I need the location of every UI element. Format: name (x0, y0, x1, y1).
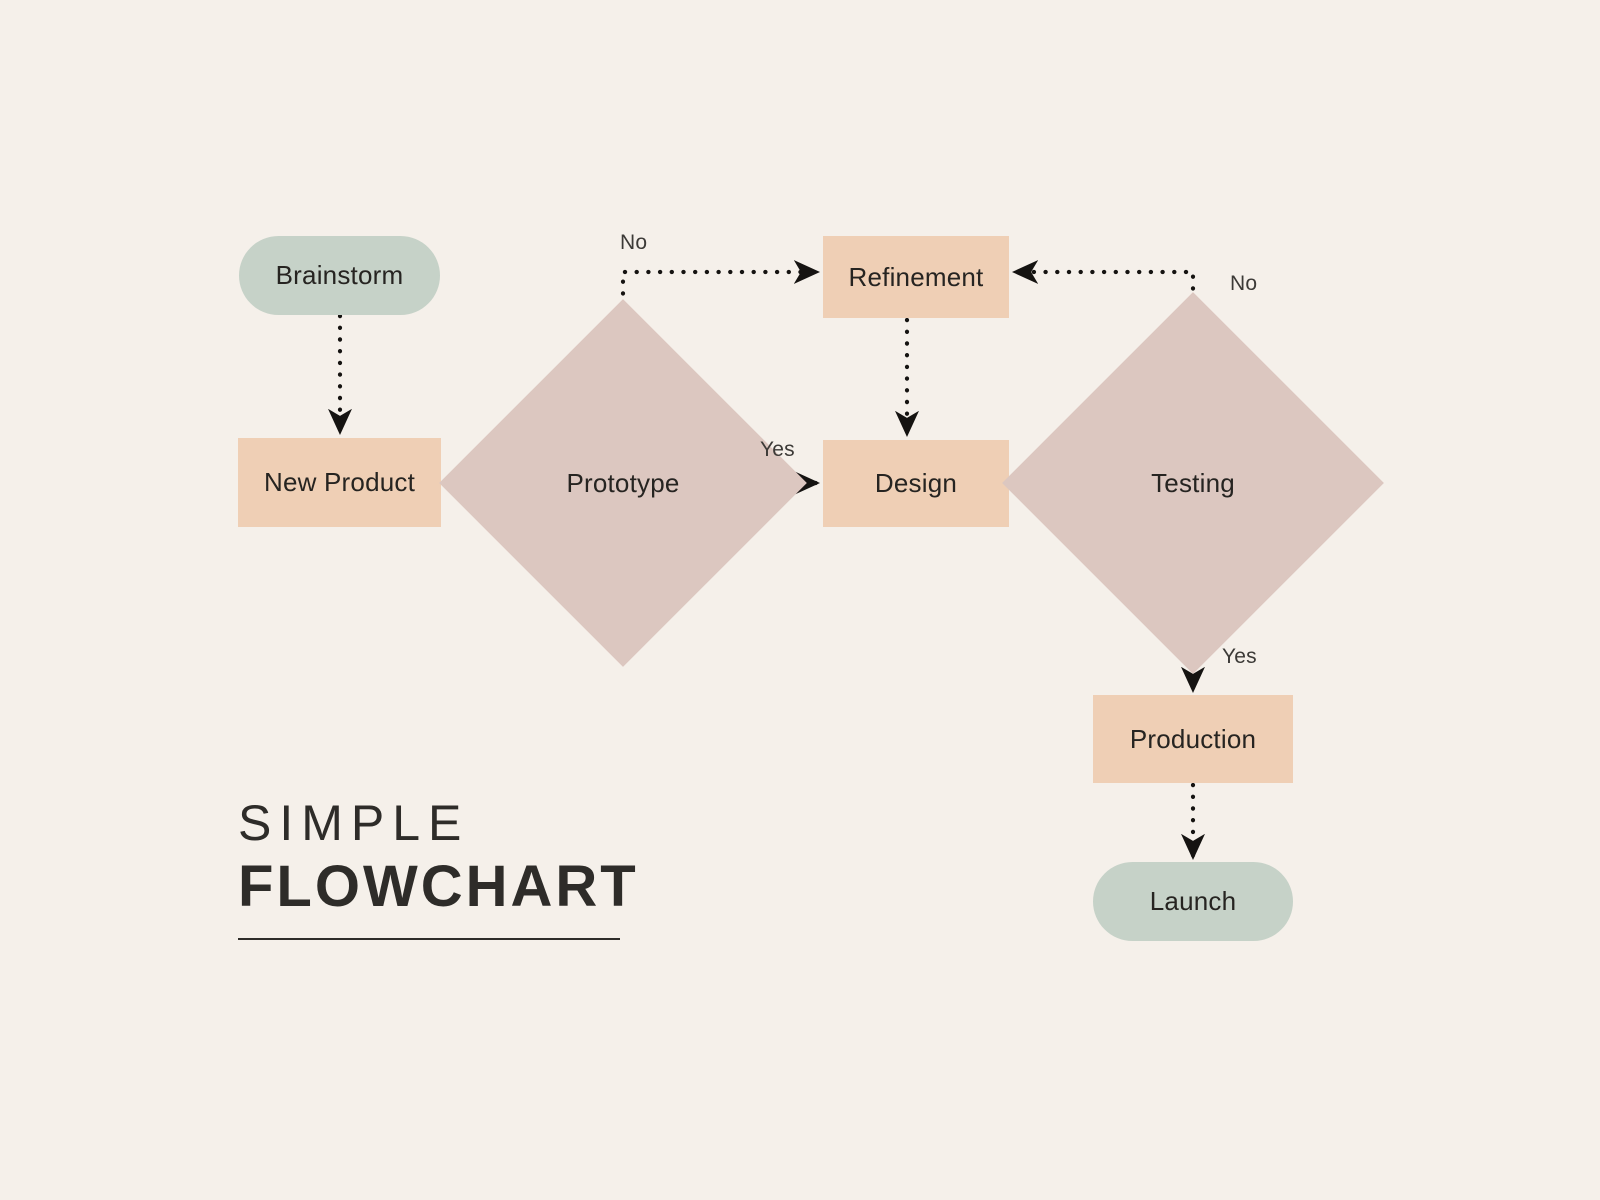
title-block: SIMPLE FLOWCHART (238, 798, 758, 940)
node-label-launch: Launch (1149, 886, 1237, 917)
node-label-new-product: New Product (263, 467, 416, 498)
title-underline-rule (238, 938, 620, 940)
title-line-flowchart: FLOWCHART (238, 854, 639, 919)
node-new-product[interactable]: New Product (238, 438, 441, 527)
node-refinement[interactable]: Refinement (823, 236, 1009, 318)
title-line-simple: SIMPLE (238, 795, 470, 851)
node-production[interactable]: Production (1093, 695, 1293, 783)
node-label-refinement: Refinement (848, 261, 984, 292)
edge-label-no-prototype: No (620, 231, 648, 254)
node-testing[interactable]: Testing (1002, 292, 1384, 674)
node-prototype[interactable]: Prototype (439, 299, 807, 667)
node-label-production: Production (1129, 723, 1257, 754)
edge-label-no-testing: No (1230, 272, 1258, 295)
node-label-brainstorm: Brainstorm (275, 260, 404, 291)
node-label-testing: Testing (1151, 467, 1235, 498)
node-brainstorm[interactable]: Brainstorm (239, 236, 440, 315)
edge-label-yes-design: Yes (760, 438, 795, 461)
node-label-design: Design (874, 468, 958, 499)
node-label-prototype: Prototype (566, 467, 680, 498)
node-launch[interactable]: Launch (1093, 862, 1293, 941)
edge-label-yes-launch: Yes (1222, 645, 1257, 668)
node-design[interactable]: Design (823, 440, 1009, 527)
